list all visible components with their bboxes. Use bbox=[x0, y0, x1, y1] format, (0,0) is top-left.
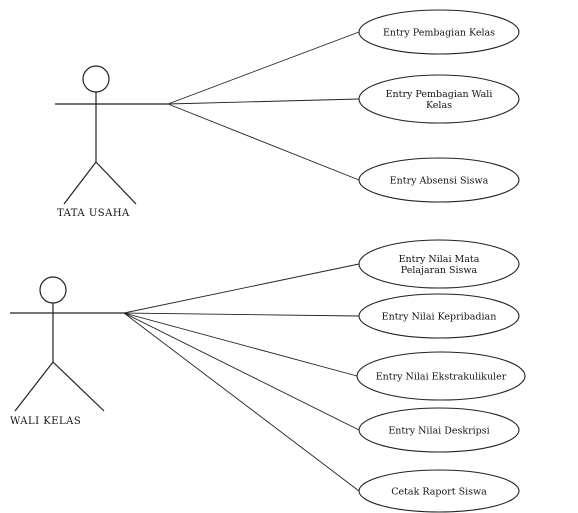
use-case-ellipse bbox=[358, 469, 520, 513]
use-case-label: Entry Nilai Deskripsi bbox=[388, 426, 489, 437]
association-line bbox=[123, 263, 360, 314]
actor-right-leg bbox=[95, 161, 137, 205]
use-case: Entry Nilai Ekstrakulikuler bbox=[356, 351, 526, 401]
use-case-label: Entry Nilai Mata bbox=[399, 254, 480, 265]
actor-head bbox=[39, 276, 67, 304]
actor-wali-kelas: WALI KELAS bbox=[10, 276, 124, 427]
use-case-label: Kelas bbox=[426, 100, 452, 111]
use-case-ellipse bbox=[358, 407, 520, 453]
use-case-ellipse bbox=[356, 351, 526, 401]
association-line bbox=[123, 312, 360, 431]
use-case-label: Entry Absensi Siswa bbox=[390, 176, 489, 187]
use-case-ellipse bbox=[358, 157, 520, 203]
use-case-label: Entry Pembagian Kelas bbox=[383, 28, 495, 39]
association-line bbox=[123, 312, 358, 377]
use-case-ellipse bbox=[358, 74, 520, 124]
actor-tata-usaha: TATA USAHA bbox=[55, 65, 168, 219]
use-case: Cetak Raport Siswa bbox=[358, 469, 520, 513]
use-case-label: Pelajaran Siswa bbox=[401, 265, 478, 276]
actor-head bbox=[82, 65, 110, 93]
use-case: Entry Absensi Siswa bbox=[358, 157, 520, 203]
use-case: Entry Nilai Kepribadian bbox=[358, 293, 520, 339]
use-case: Entry Pembagian Kelas bbox=[358, 9, 520, 55]
association-line bbox=[123, 312, 360, 492]
association-line bbox=[167, 103, 360, 181]
association-line bbox=[167, 31, 360, 105]
actor-label: TATA USAHA bbox=[57, 208, 130, 219]
association-line bbox=[167, 98, 360, 105]
use-case-ellipse bbox=[358, 239, 520, 289]
use-case-ellipse bbox=[358, 9, 520, 55]
use-case-label: Entry Nilai Kepribadian bbox=[382, 312, 497, 323]
use-case-label: Entry Pembagian Wali bbox=[386, 89, 493, 100]
actor-right-leg bbox=[52, 361, 105, 412]
actor-left-leg bbox=[14, 361, 54, 412]
use-case-label: Cetak Raport Siswa bbox=[391, 487, 487, 498]
use-case-label: Entry Nilai Ekstrakulikuler bbox=[376, 372, 507, 383]
use-case: Entry Nilai Deskripsi bbox=[358, 407, 520, 453]
actor-left-leg bbox=[63, 161, 97, 205]
use-case-ellipse bbox=[358, 293, 520, 339]
actor-label: WALI KELAS bbox=[10, 416, 81, 427]
association-line bbox=[123, 312, 360, 317]
